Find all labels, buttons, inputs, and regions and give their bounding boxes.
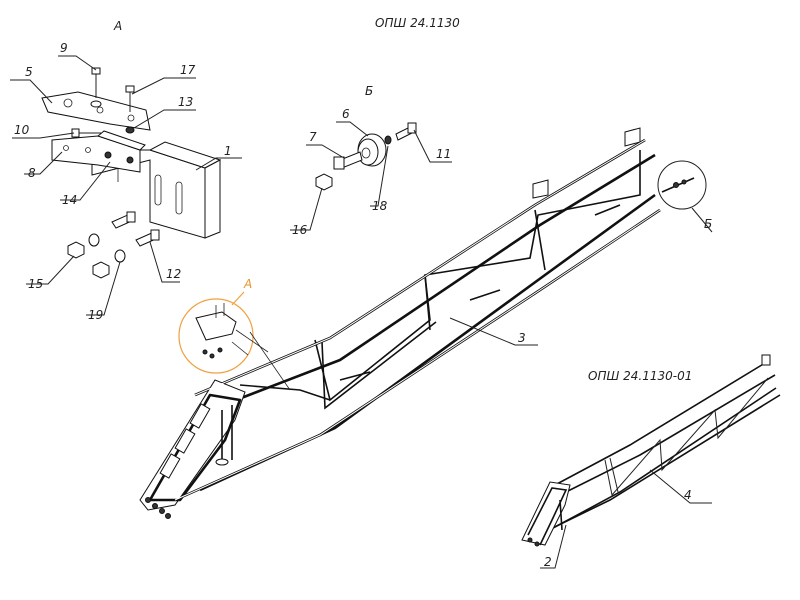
callout-15: 15	[28, 277, 43, 291]
callout-3: 3	[518, 331, 526, 345]
drawing-title-main: ОПШ 24.1130	[375, 16, 460, 30]
leader-lines	[10, 55, 712, 569]
callout-1: 1	[224, 144, 232, 158]
callout-6: 6	[342, 107, 350, 121]
callout-12: 12	[166, 267, 181, 281]
drawing-title-variant: ОПШ 24.1130-01	[588, 369, 692, 383]
section-label-a: А	[113, 19, 122, 33]
boom-frame-variant	[521, 354, 781, 547]
section-marker-a: А	[243, 277, 252, 291]
detail-a-bracket-assembly	[41, 67, 222, 279]
boom-frame-main	[139, 127, 661, 519]
callout-14: 14	[62, 193, 77, 207]
callout-16: 16	[292, 223, 308, 237]
callout-7: 7	[309, 130, 317, 144]
callout-11: 11	[436, 147, 451, 161]
callout-4: 4	[684, 488, 692, 502]
section-marker-b: Б	[704, 217, 712, 231]
detail-a-marker	[178, 291, 291, 391]
callout-2: 2	[544, 555, 552, 569]
callout-9: 9	[60, 41, 68, 55]
callout-8: 8	[28, 166, 36, 180]
callout-5: 5	[25, 65, 33, 79]
section-label-b: Б	[365, 84, 373, 98]
callout-17: 17	[180, 63, 196, 77]
callout-18: 18	[372, 199, 388, 213]
detail-b-marker	[657, 160, 713, 233]
callout-numbers: 1 2 3 4 5 6 7 8 9 10 11 12 13 14 15 16 1…	[14, 41, 692, 569]
detail-b-roller-assembly	[315, 122, 417, 191]
callout-10: 10	[14, 123, 30, 137]
callout-13: 13	[178, 95, 193, 109]
callout-19: 19	[88, 308, 103, 322]
